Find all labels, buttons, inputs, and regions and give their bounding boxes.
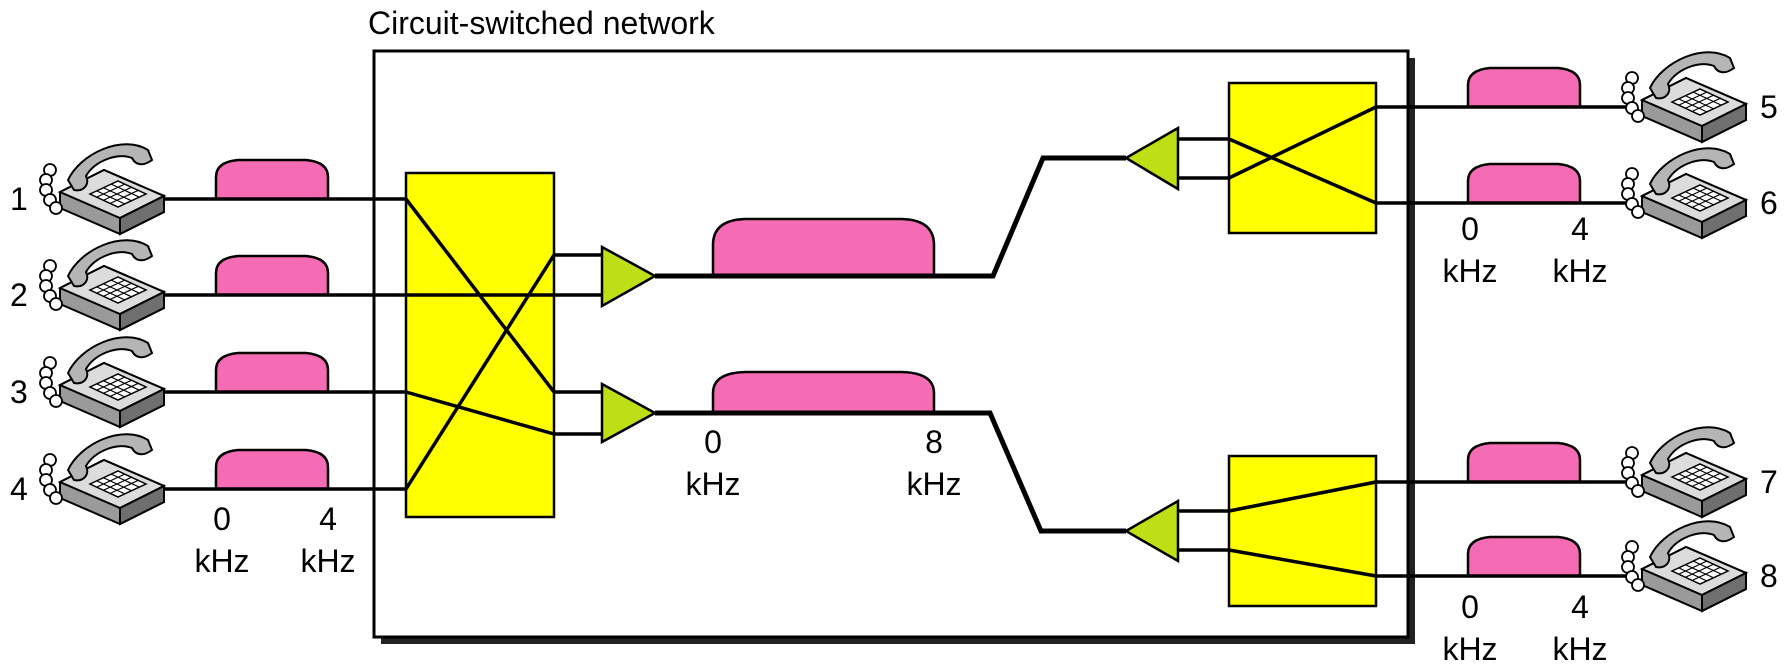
right-voice-spectra (1466, 66, 1582, 576)
freq-end: 4 (1571, 211, 1589, 247)
telephone-icon (1621, 520, 1747, 612)
trunk-lines (655, 155, 1126, 534)
trunk-frequency-labels: 0 kHz 8 kHz (685, 424, 961, 502)
freq-start: 0 (213, 501, 231, 537)
phone-label-4: 4 (10, 471, 28, 507)
amplifier-icon (600, 244, 658, 309)
freq-unit: kHz (1552, 253, 1607, 289)
phone-label-8: 8 (1760, 558, 1778, 594)
left-voice-spectra (214, 158, 330, 489)
telephone-icon (39, 143, 165, 235)
right-upper-switch (1227, 81, 1378, 235)
freq-unit: kHz (300, 543, 355, 579)
left-switch (404, 171, 556, 519)
freq-unit: kHz (1442, 631, 1497, 666)
right-phone-lines (1376, 105, 1636, 578)
network-title: Circuit-switched network (368, 5, 716, 41)
telephone-icon (39, 433, 165, 525)
freq-start: 0 (1461, 589, 1479, 625)
telephone-icon (1621, 51, 1747, 143)
trunk-spectrum-lower (711, 370, 936, 413)
telephone-icon (1621, 426, 1747, 518)
freq-start: 0 (1461, 211, 1479, 247)
trunk-spectrum-upper (711, 217, 936, 276)
left-frequency-labels: 0 kHz 4 kHz (194, 501, 355, 579)
right-lower-frequency-labels: 0 kHz 4 kHz (1442, 589, 1607, 666)
freq-start: 0 (704, 424, 722, 460)
amplifier-icon (1123, 125, 1180, 192)
left-phone-lines (162, 197, 406, 491)
left-switch-crossconnects (404, 197, 602, 490)
right-lower-switch (1227, 454, 1378, 608)
phone-label-3: 3 (10, 374, 28, 410)
phone-label-1: 1 (10, 181, 28, 217)
freq-end: 8 (925, 424, 943, 460)
telephone-icon (1621, 147, 1747, 239)
freq-unit: kHz (906, 466, 961, 502)
amplifier-icon (600, 381, 658, 445)
amplifier-icon (1123, 498, 1180, 564)
telephone-icon (39, 336, 165, 428)
freq-end: 4 (319, 501, 337, 537)
telephone-icon (39, 239, 165, 331)
phone-label-2: 2 (10, 277, 28, 313)
freq-unit: kHz (685, 466, 740, 502)
phone-label-7: 7 (1760, 464, 1778, 500)
freq-end: 4 (1571, 589, 1589, 625)
freq-unit: kHz (1442, 253, 1497, 289)
freq-unit: kHz (194, 543, 249, 579)
right-upper-frequency-labels: 0 kHz 4 kHz (1442, 211, 1607, 289)
phone-label-6: 6 (1760, 185, 1778, 221)
freq-unit: kHz (1552, 631, 1607, 666)
phone-label-5: 5 (1760, 89, 1778, 125)
